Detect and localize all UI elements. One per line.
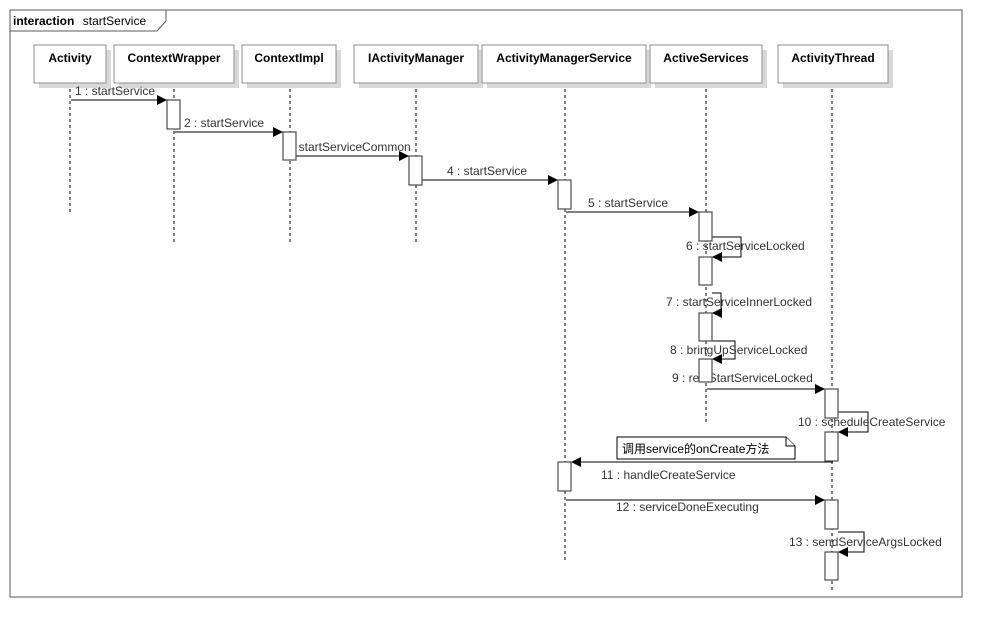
participant-label: ActiveServices — [663, 51, 749, 65]
message-4: 4 : startService — [422, 164, 558, 185]
participant-label: ContextWrapper — [127, 51, 220, 65]
message-line — [838, 411, 869, 433]
lifelines — [69, 83, 833, 592]
message-6: 6 : startServiceLocked — [686, 236, 805, 262]
arrowhead — [815, 495, 825, 505]
message-2: 2 : startService — [175, 116, 283, 137]
participant-contextimpl: ContextImpl — [241, 44, 341, 88]
frame-name: startService — [83, 14, 147, 28]
note: 调用service的onCreate方法 — [616, 436, 796, 460]
activation-bar-contextimpl — [282, 131, 297, 161]
activation-bar-ams — [557, 179, 572, 210]
activation-bar-activitythread — [824, 551, 839, 581]
arrowhead — [815, 384, 825, 394]
activation-bar-contextwrapper — [166, 99, 181, 130]
participant-label: ActivityThread — [791, 51, 874, 65]
note-box — [616, 436, 796, 460]
activation-bar-activeservices — [698, 211, 713, 242]
message-9: 9 : realStartServiceLocked — [672, 371, 825, 394]
message-11: 11 : handleCreateService — [571, 457, 833, 482]
participant-box — [241, 44, 337, 84]
arrowhead — [689, 207, 699, 217]
participant-label: ContextImpl — [254, 51, 323, 65]
message-10: 10 : scheduleCreateService — [798, 411, 946, 437]
message-8: 8 : bringUpServiceLocked — [670, 340, 807, 364]
participant-activity: Activity — [33, 44, 111, 88]
participant-box — [113, 44, 235, 84]
participant-box — [649, 44, 763, 84]
message-12: 12 : serviceDoneExecuting — [566, 495, 825, 514]
message-label: 4 : startService — [447, 164, 527, 178]
arrowhead — [838, 427, 848, 437]
message-label: 9 : realStartServiceLocked — [672, 371, 813, 385]
activation-bar-iactivitymanager — [408, 155, 423, 186]
message-label: 1 : startService — [75, 84, 155, 98]
participant-contextwrapper: ContextWrapper — [113, 44, 239, 88]
participant-activitythread: ActivityThread — [777, 44, 893, 88]
arrowhead — [712, 354, 722, 364]
message-5: 5 : startService — [566, 196, 699, 217]
message-line — [712, 340, 736, 360]
activation-bar-activeservices — [698, 358, 713, 383]
participant-label: Activity — [48, 51, 92, 65]
activation-bar-activitythread — [824, 431, 839, 462]
message-label: 11 : handleCreateService — [601, 468, 736, 482]
participant-box — [777, 44, 889, 84]
activation-bar-activitythread — [824, 499, 839, 530]
arrowhead — [157, 95, 167, 105]
message-13: 13 : sendServiceArgsLocked — [789, 531, 942, 557]
activation-bar-activeservices — [698, 312, 713, 342]
activation-bar-activeservices — [698, 256, 713, 286]
frame-tab — [9, 9, 167, 32]
message-label: 3 : startServiceCommon — [282, 140, 411, 154]
frame-title: interaction startService — [13, 12, 146, 29]
interaction-frame: interaction startService — [9, 9, 963, 598]
message-line — [712, 236, 742, 258]
arrowhead — [712, 308, 722, 318]
message-label: 6 : startServiceLocked — [686, 239, 805, 253]
participant-iactivitymanager: IActivityManager — [353, 44, 483, 88]
arrowhead — [399, 151, 409, 161]
participant-box — [353, 44, 479, 84]
arrowhead — [273, 127, 283, 137]
message-label: 13 : sendServiceArgsLocked — [789, 535, 942, 549]
message-label: 2 : startService — [184, 116, 264, 130]
message-label: 12 : serviceDoneExecuting — [616, 500, 759, 514]
frame-keyword: interaction — [13, 14, 74, 28]
note-fold — [785, 437, 795, 447]
participants: Activity ContextWrapper ContextImpl IActivi… — [33, 44, 893, 88]
message-label: 8 : bringUpServiceLocked — [670, 343, 807, 357]
message-label: 10 : scheduleCreateService — [798, 415, 946, 429]
messages: 1 : startService 2 : startService 3 : star… — [71, 84, 946, 557]
arrowhead — [571, 457, 581, 467]
message-label: 7 : startServiceInnerLocked — [666, 295, 812, 309]
message-3: 3 : startServiceCommon — [282, 140, 411, 161]
message-line — [838, 531, 865, 553]
arrowhead — [838, 547, 848, 557]
participant-label: ActivityManagerService — [496, 51, 632, 65]
frame-border — [9, 9, 963, 598]
message-label: 5 : startService — [588, 196, 668, 210]
arrowhead — [548, 175, 558, 185]
message-1: 1 : startService — [71, 84, 167, 105]
activation-bars — [166, 99, 839, 581]
activation-bar-ams — [557, 461, 572, 492]
activation-bar-activitythread — [824, 388, 839, 419]
arrowhead — [712, 252, 722, 262]
participant-label: IActivityManager — [368, 51, 464, 65]
participant-activeservices: ActiveServices — [649, 44, 767, 88]
note-text: 调用service的onCreate方法 — [622, 441, 769, 456]
message-7: 7 : startServiceInnerLocked — [666, 292, 812, 318]
participant-ams: ActivityManagerService — [481, 44, 651, 88]
participant-box — [481, 44, 647, 84]
participant-box — [33, 44, 107, 84]
